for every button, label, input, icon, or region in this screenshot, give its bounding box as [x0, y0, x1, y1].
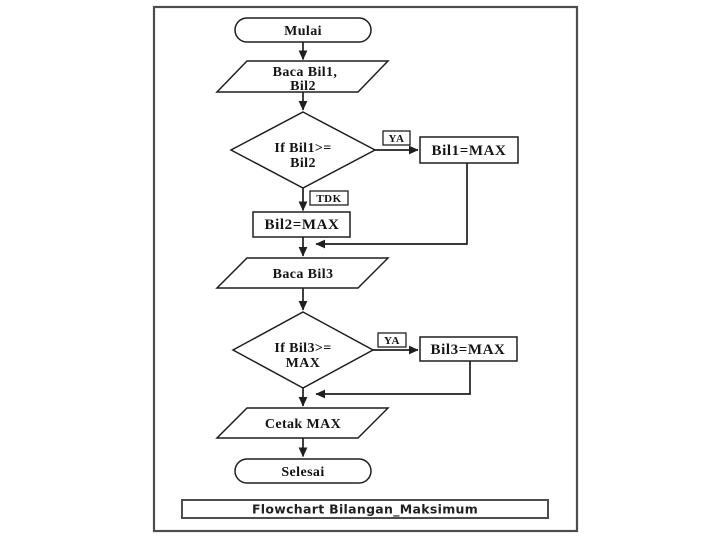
- decision2-line1: If Bil3>=: [274, 341, 331, 356]
- process-assign-bil3-max-label: Bil3=MAX: [430, 342, 505, 358]
- process-assign-bil3-max: [419, 336, 518, 362]
- decision1-line2: Bil2: [290, 156, 316, 171]
- io-read-bil3: [215, 257, 390, 289]
- end-terminator: [234, 458, 372, 484]
- io-read-bil3-label: Baca Bil3: [273, 267, 334, 282]
- connector-assign3-merge: [315, 361, 471, 399]
- branch-label-yes1: YA: [389, 133, 405, 145]
- branch-label-no1-box: [309, 190, 349, 206]
- io-print-max-label: Cetak MAX: [265, 417, 341, 432]
- process-assign-bil1-max-label: Bil1=MAX: [431, 143, 506, 159]
- io-read-bil1-bil2-line1: Baca Bil1,: [273, 65, 338, 80]
- process-assign-bil1-max: [419, 136, 519, 164]
- start-label: Mulai: [284, 24, 322, 39]
- io-print-max: [215, 407, 390, 439]
- diagram-frame: [152, 5, 579, 533]
- branch-label-yes2: YA: [384, 335, 400, 347]
- branch-label-yes2-box: [377, 332, 407, 348]
- io-read-bil1-bil2-line2: Bil2: [290, 79, 316, 94]
- start-terminator: [234, 17, 372, 43]
- process-assign-bil2-max: [252, 211, 351, 238]
- end-label: Selesai: [281, 465, 324, 480]
- branch-label-yes1-box: [382, 130, 411, 146]
- caption-box: [181, 499, 549, 519]
- caption-label: Flowchart Bilangan_Maksimum: [252, 502, 478, 518]
- io-read-bil1-bil2: [215, 60, 390, 93]
- connector-assign1-merge: [315, 162, 468, 249]
- decision2-line2: MAX: [286, 356, 321, 371]
- process-assign-bil2-max-label: Bil2=MAX: [264, 217, 339, 233]
- decision1-line1: If Bil1>=: [274, 141, 331, 156]
- decision-bil3-vs-max: [231, 311, 375, 389]
- branch-label-no1: TDK: [316, 193, 341, 205]
- decision-bil1-vs-bil2: [229, 111, 377, 189]
